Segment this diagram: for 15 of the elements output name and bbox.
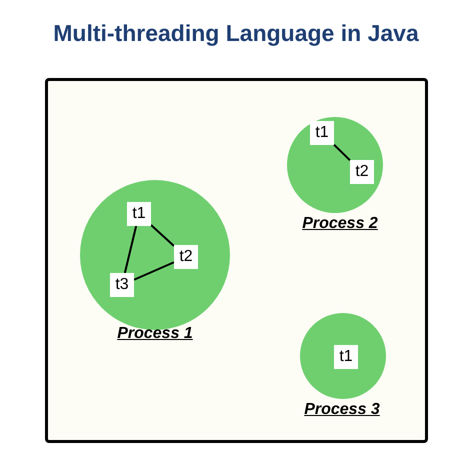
thread-label: t1 <box>334 345 358 369</box>
title: Multi-threading Language in Java <box>52 20 420 47</box>
thread-label: t2 <box>350 160 374 184</box>
thread-label: t1 <box>127 202 151 226</box>
frame-box <box>45 78 428 443</box>
connector-line <box>124 226 138 274</box>
connector-line <box>150 224 175 247</box>
process-label: Process 2 <box>302 215 378 233</box>
process-label: Process 3 <box>304 401 380 419</box>
thread-label: t1 <box>310 121 334 145</box>
connector-line <box>333 144 351 162</box>
thread-label: t3 <box>110 273 134 297</box>
connector-line <box>134 261 174 281</box>
process-label: Process 1 <box>117 325 193 343</box>
thread-label: t2 <box>174 245 198 269</box>
